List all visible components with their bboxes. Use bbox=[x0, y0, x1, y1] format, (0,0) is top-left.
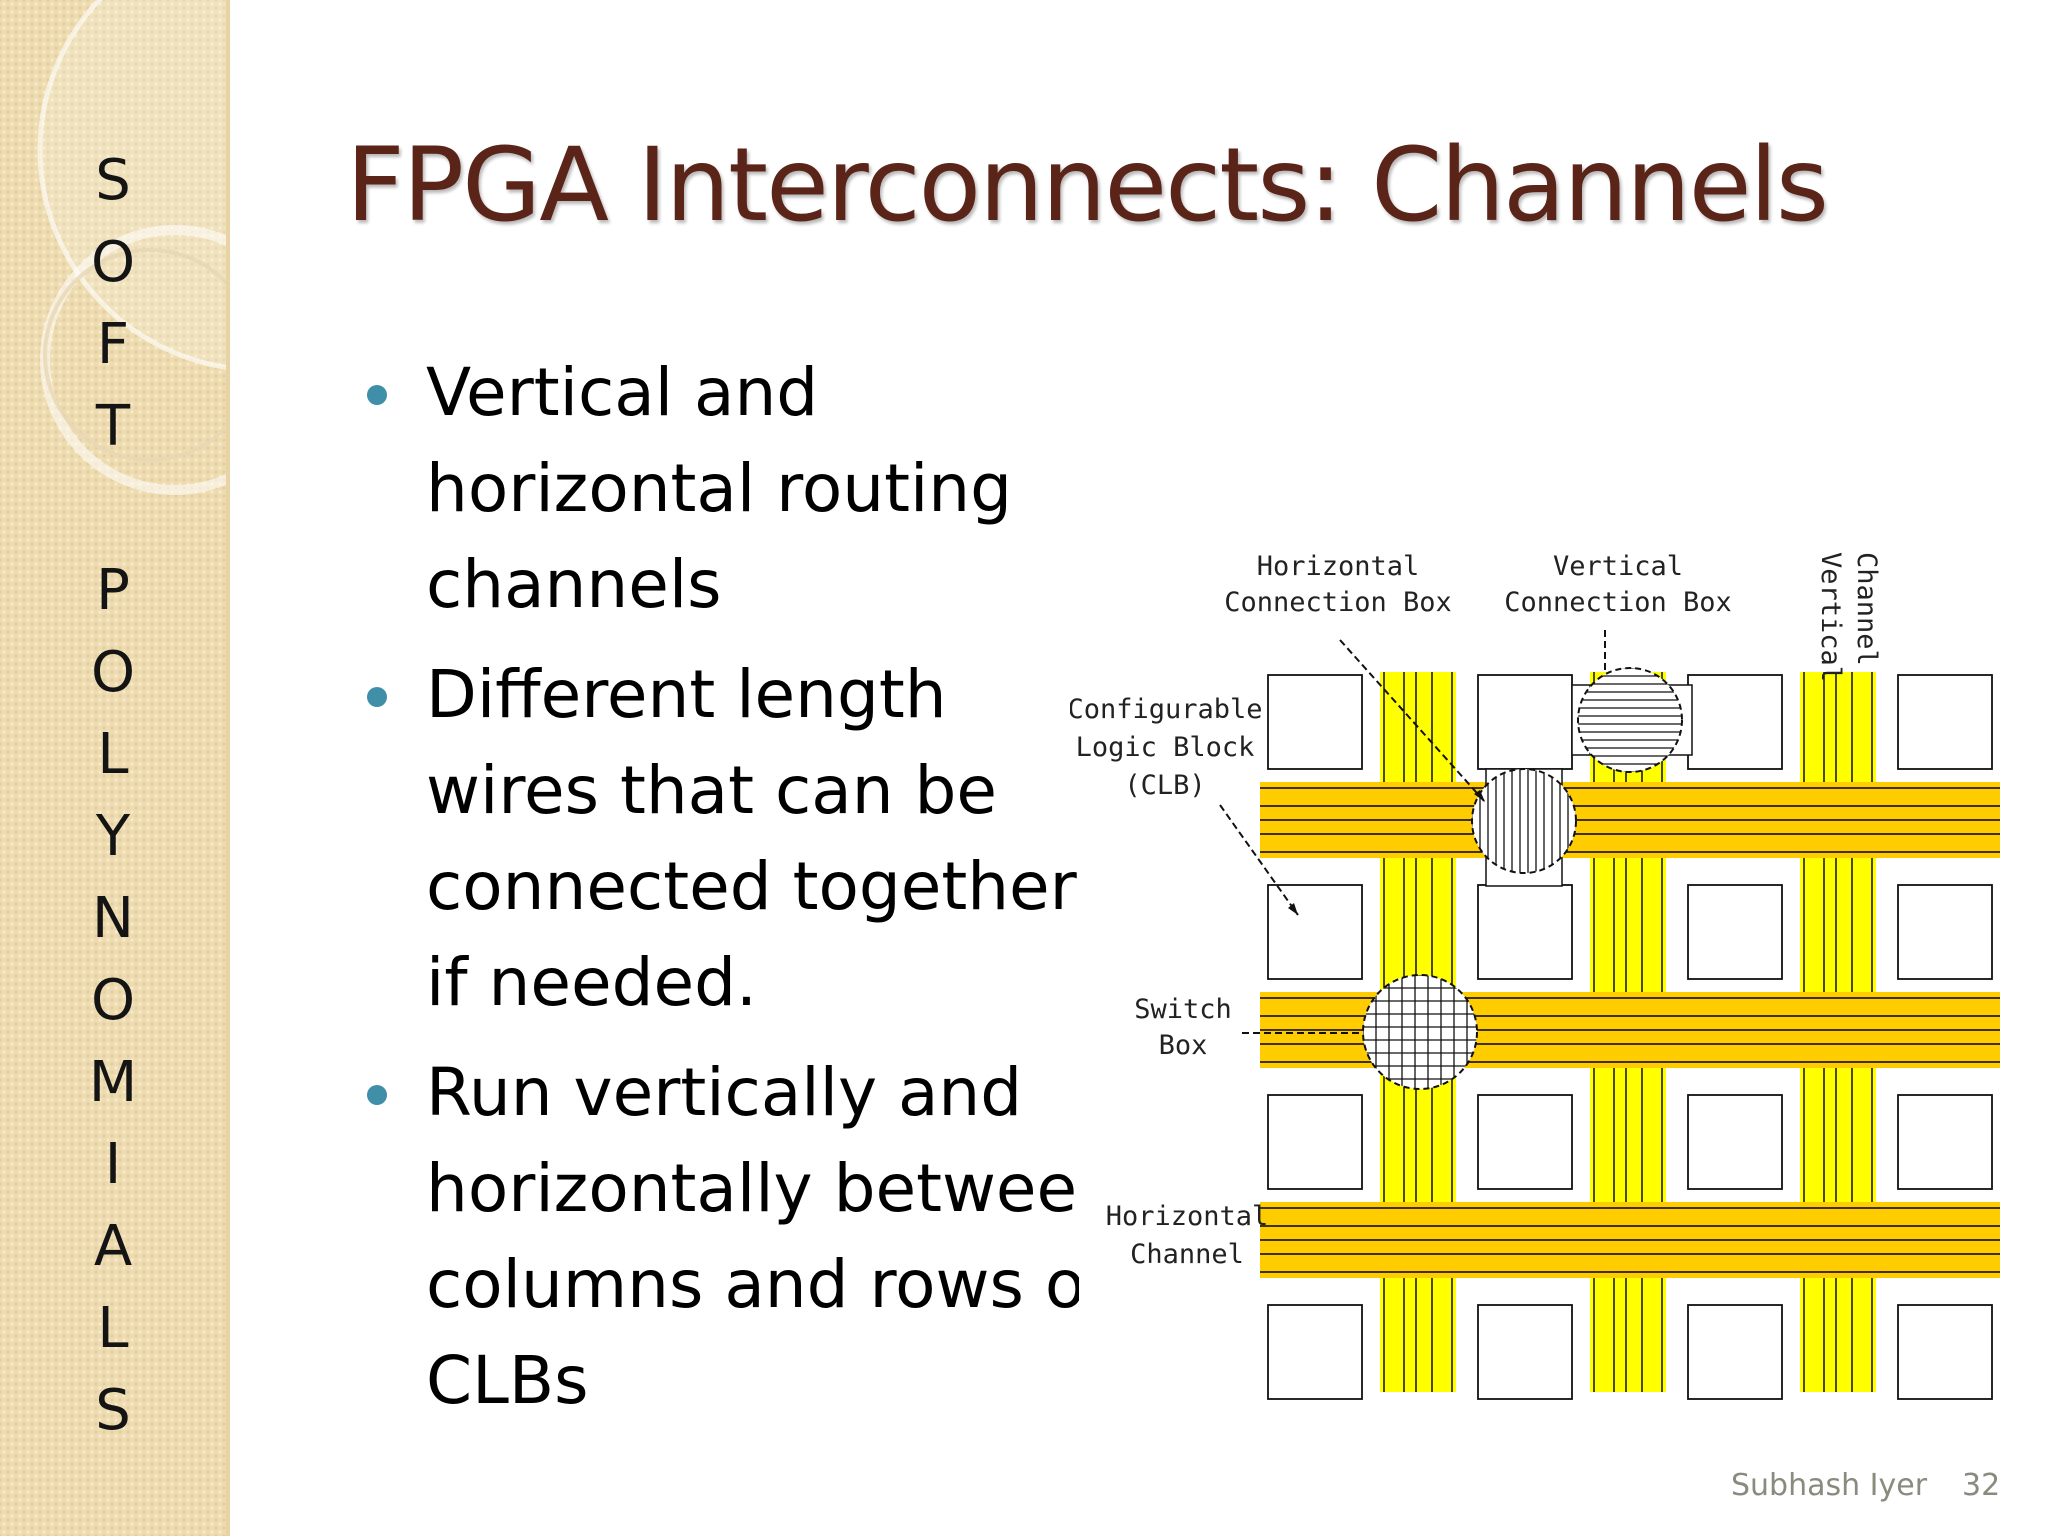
sidebar-letter: L bbox=[97, 1296, 129, 1361]
vertical-connection-box-circle bbox=[1578, 668, 1682, 772]
clb-block bbox=[1897, 1094, 1993, 1190]
sidebar-letter: A bbox=[93, 1214, 133, 1279]
sidebar-letter: S bbox=[95, 1378, 131, 1443]
clb-block bbox=[1267, 884, 1363, 980]
sidebar-letter: L bbox=[97, 722, 129, 787]
diagram-label: Logic Block bbox=[1076, 732, 1255, 763]
diagram-label: Switch bbox=[1134, 994, 1232, 1025]
clb-block bbox=[1477, 1304, 1573, 1400]
sidebar-letter: Y bbox=[95, 804, 131, 869]
sidebar-letter: N bbox=[92, 886, 134, 951]
clb-block bbox=[1687, 884, 1783, 980]
bullet-text: Vertical and horizontal routing channels bbox=[426, 354, 1013, 623]
clb-block bbox=[1687, 1094, 1783, 1190]
diagram-label: Vertical bbox=[1815, 552, 1846, 682]
horizontal-channels bbox=[1260, 782, 2000, 1278]
clb-block bbox=[1477, 884, 1573, 980]
clb-block bbox=[1897, 674, 1993, 770]
bullet-dot-icon bbox=[367, 1085, 387, 1105]
bullet-text: Different length wires that can be conne… bbox=[426, 656, 1077, 1021]
clb-block bbox=[1897, 884, 1993, 980]
diagram-label: (CLB) bbox=[1124, 770, 1205, 801]
bullet-list: Vertical and horizontal routing channels… bbox=[364, 345, 1079, 1425]
switch-box-circle-outline bbox=[1362, 974, 1478, 1090]
leader-line bbox=[1339, 639, 1486, 803]
vertical-connection-box-circle-outline bbox=[1577, 667, 1683, 773]
clb-block bbox=[1477, 674, 1573, 770]
clb-block bbox=[1687, 674, 1783, 770]
sidebar-letter: O bbox=[90, 968, 136, 1033]
bullet-dot-icon bbox=[367, 385, 387, 405]
diagram-label: Connection Box bbox=[1224, 587, 1452, 618]
clb-block bbox=[1267, 674, 1363, 770]
sidebar-letter: I bbox=[104, 1132, 122, 1197]
page-number: 32 bbox=[1962, 1468, 2001, 1503]
horizontal-connection-box-circle-outline bbox=[1471, 768, 1577, 874]
diagram-label: Horizontal bbox=[1257, 551, 1420, 582]
bullet-item: Different length wires that can be conne… bbox=[364, 647, 1079, 1031]
sidebar-letter: T bbox=[95, 394, 131, 459]
arrowhead-icon bbox=[1288, 903, 1298, 915]
diagram-label: Channel bbox=[1851, 552, 1882, 666]
bullet-dot-icon bbox=[367, 687, 387, 707]
sidebar-letter bbox=[83, 468, 143, 550]
horizontal-connection-box-circle bbox=[1472, 769, 1576, 873]
clb-block bbox=[1897, 1304, 1993, 1400]
leader-lines bbox=[1219, 630, 1606, 1034]
diagram-label: Configurable bbox=[1070, 694, 1263, 725]
clb-block bbox=[1267, 1304, 1363, 1400]
diagram-label: Channel bbox=[1130, 1239, 1244, 1270]
leader-line bbox=[1219, 804, 1299, 916]
sidebar-letter: O bbox=[90, 230, 136, 295]
clb-block bbox=[1477, 1094, 1573, 1190]
bullet-item: Vertical and horizontal routing channels bbox=[364, 345, 1079, 633]
sidebar-letter: M bbox=[88, 1050, 138, 1115]
diagram-label: Box bbox=[1159, 1030, 1208, 1061]
clb-block bbox=[1267, 1094, 1363, 1190]
arrowhead-icon bbox=[1474, 790, 1485, 802]
footer-author: Subhash Iyer bbox=[1731, 1468, 1928, 1503]
diagram-label: Vertical bbox=[1553, 551, 1683, 582]
decorative-circles bbox=[37, 0, 226, 495]
diagram-label: Connection Box bbox=[1504, 587, 1732, 618]
clb-block bbox=[1687, 1304, 1783, 1400]
diagram-label: Horizontal bbox=[1106, 1201, 1269, 1232]
sidebar-letter: F bbox=[96, 312, 130, 377]
slide-title: FPGA Interconnects: Channels bbox=[346, 126, 1829, 245]
bullet-text: Run vertically and horizontally between … bbox=[426, 1054, 1079, 1419]
bullet-item: Run vertically and horizontally between … bbox=[364, 1045, 1079, 1425]
sidebar-letter: S bbox=[95, 148, 131, 213]
sidebar-letter: P bbox=[96, 558, 130, 623]
connection-circles bbox=[1362, 667, 1683, 1090]
clb-blocks bbox=[1267, 674, 1993, 1400]
sidebar-letter: O bbox=[90, 640, 136, 705]
